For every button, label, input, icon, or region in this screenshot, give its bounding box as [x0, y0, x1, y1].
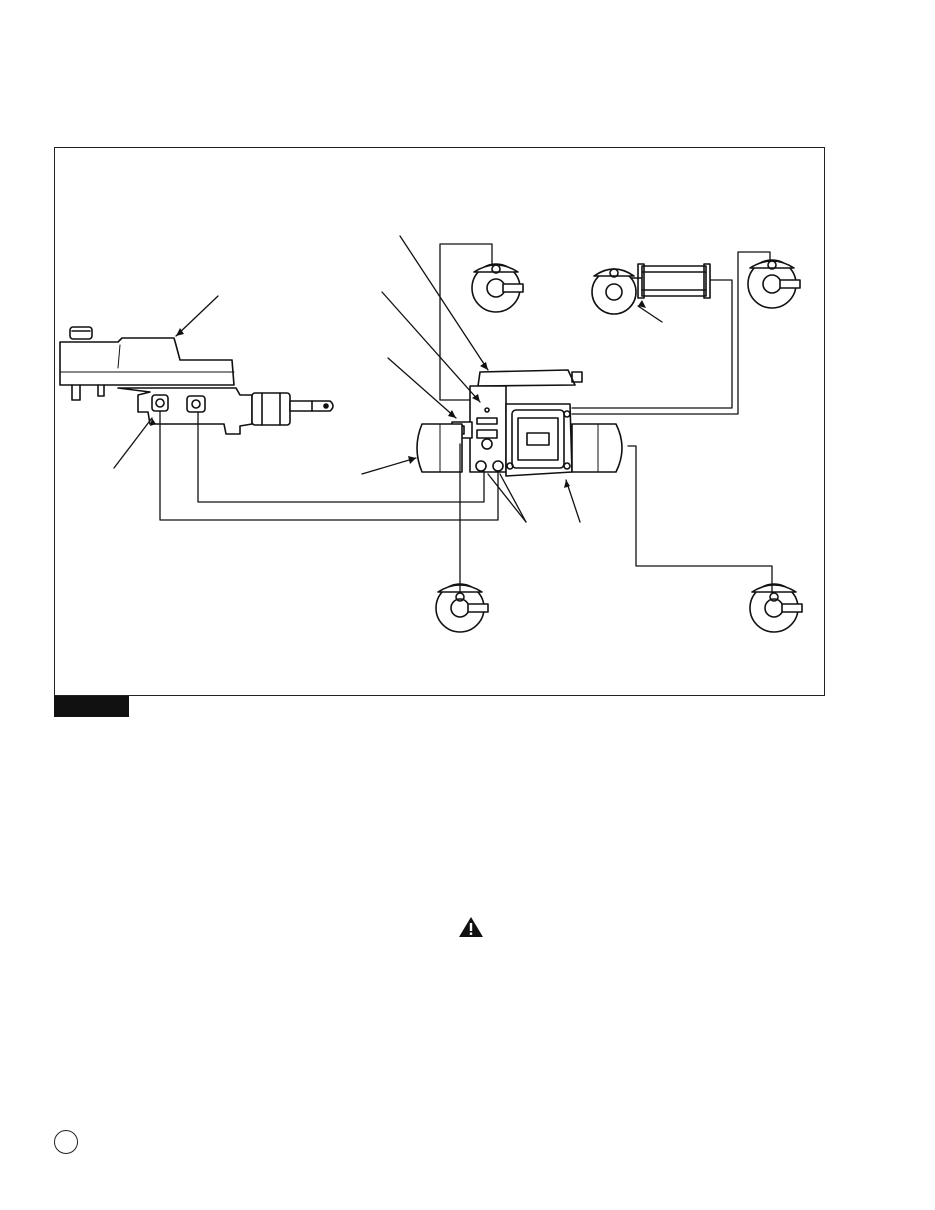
- hydraulic-control-unit: [451, 369, 583, 477]
- callout-leaders: [113, 235, 663, 523]
- brake-lines: [159, 243, 773, 594]
- wheel-brake-front-right: [747, 259, 801, 309]
- wheel-brake-top-center: [591, 268, 637, 315]
- figure-label-bar: [54, 696, 129, 717]
- wheel-brake-rear-left: [435, 583, 489, 633]
- page-number-circle-icon: [54, 1130, 78, 1154]
- master-cylinder: [117, 387, 334, 435]
- callout-arrowheads: [150, 300, 646, 488]
- wheel-brake-front-left: [471, 263, 524, 313]
- accumulator-left: [416, 423, 463, 473]
- wheel-brake-rear-right: [749, 583, 803, 633]
- brake-booster-cylinder: [617, 263, 711, 299]
- warning-triangle-icon: [459, 917, 483, 937]
- master-cylinder-reservoir: [59, 326, 235, 401]
- accumulator-right: [571, 423, 623, 473]
